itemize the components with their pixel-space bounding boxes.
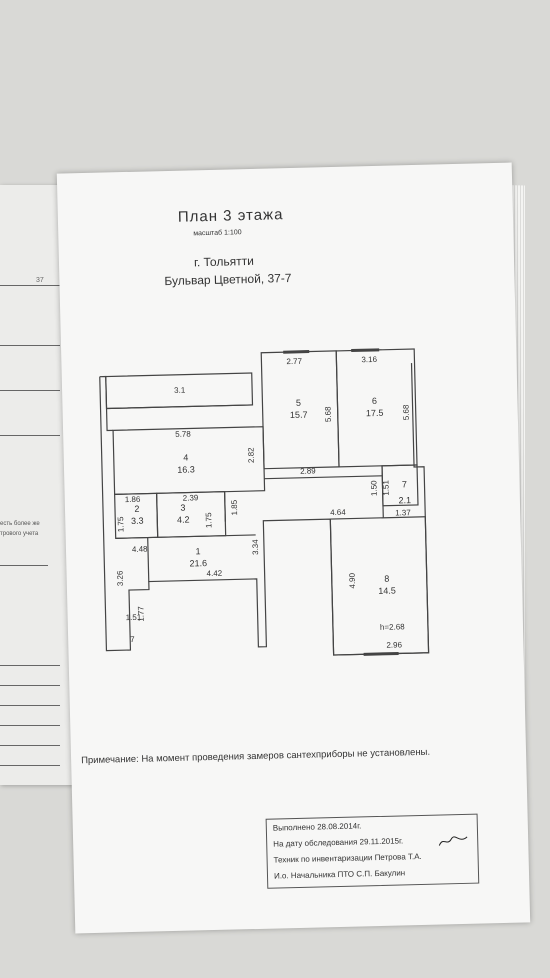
divider <box>0 685 60 686</box>
dim-label: 4.90 <box>348 572 357 588</box>
dim-label: 4.64 <box>330 508 346 517</box>
note-text: Примечание: На момент проведения замеров… <box>81 746 431 767</box>
divider <box>0 345 60 346</box>
back-page-text: есть более же <box>0 521 40 527</box>
dim-label: 4.42 <box>206 569 222 578</box>
dim-label: 3.16 <box>361 355 377 364</box>
divider <box>0 565 48 566</box>
room-4-area: 16.3 <box>177 464 195 474</box>
room-5-area: 15.7 <box>290 410 308 420</box>
back-page-text: трового учета <box>0 531 39 537</box>
dim-label: 2.39 <box>183 493 199 502</box>
floor-plan-page: План 3 этажа масштаб 1:100 г. Тольятти Б… <box>56 162 531 934</box>
page-number: 37 <box>36 277 44 284</box>
divider <box>0 665 60 666</box>
divider <box>0 285 60 286</box>
dim-label: 5.68 <box>402 404 411 420</box>
divider <box>0 435 60 436</box>
room-3-number: 3 <box>180 503 185 513</box>
dim-label: 2.96 <box>386 640 402 649</box>
dim-label: 1.86 <box>125 495 141 504</box>
divider <box>0 390 60 391</box>
divider <box>0 745 60 746</box>
divider <box>0 705 60 706</box>
dim-label: 2.77 <box>286 357 302 366</box>
floor-plan-drawing: 3.1 5.78 2.82 2.77 5.68 3.16 5.68 2.39 1… <box>99 348 430 656</box>
dim-label: 1.37 <box>395 508 411 517</box>
stamp-line: Выполнено 28.08.2014г. <box>272 821 362 833</box>
dim-label: 1.50 <box>369 480 378 496</box>
stamp-line: И.о. Начальника ПТО С.П. Бакулин <box>273 868 406 881</box>
room-1-number: 1 <box>195 546 200 556</box>
room-2-number: 2 <box>134 504 139 514</box>
dim-label: 5.78 <box>175 429 191 438</box>
dim-label: 2.82 <box>247 447 256 463</box>
room-3-area: 4.2 <box>177 515 190 525</box>
dim-label: 2.89 <box>300 466 316 475</box>
dim-label: 5.68 <box>324 406 333 422</box>
room-4-number: 4 <box>183 453 188 463</box>
dim-label: h=2.68 <box>380 622 405 632</box>
dim-label: 3.34 <box>251 539 260 555</box>
dim-label: 1.51 <box>126 613 142 622</box>
dim-label: 1.77 <box>136 606 145 622</box>
dim-label: 7 <box>130 635 135 644</box>
room-8-area: 14.5 <box>378 586 396 596</box>
room-1-area: 21.6 <box>189 558 207 568</box>
dim-label: 4.48 <box>132 545 148 554</box>
dim-label: 1.75 <box>204 512 213 528</box>
room-2-area: 3.3 <box>131 516 144 526</box>
dim-label: 1.75 <box>116 516 125 532</box>
stamp-line: На дату обследования 29.11.2015г. <box>273 836 404 849</box>
room-5-number: 5 <box>296 398 301 408</box>
certification-stamp: Выполнено 28.08.2014г. На дату обследова… <box>265 813 480 889</box>
stamp-line: Техник по инвентаризации Петрова Т.А. <box>273 851 422 865</box>
room-7-area: 2.1 <box>398 495 411 505</box>
divider <box>0 725 60 726</box>
dim-label: 1.85 <box>230 499 239 515</box>
room-7-number: 7 <box>402 479 407 489</box>
dim-label: 3.1 <box>174 386 186 395</box>
divider <box>0 765 60 766</box>
dim-label: 1.51 <box>381 479 390 495</box>
room-6-area: 17.5 <box>366 408 384 418</box>
dim-label: 3.26 <box>115 570 124 586</box>
room-8-number: 8 <box>384 574 389 584</box>
room-6-number: 6 <box>372 396 377 406</box>
signature-icon <box>438 836 468 846</box>
